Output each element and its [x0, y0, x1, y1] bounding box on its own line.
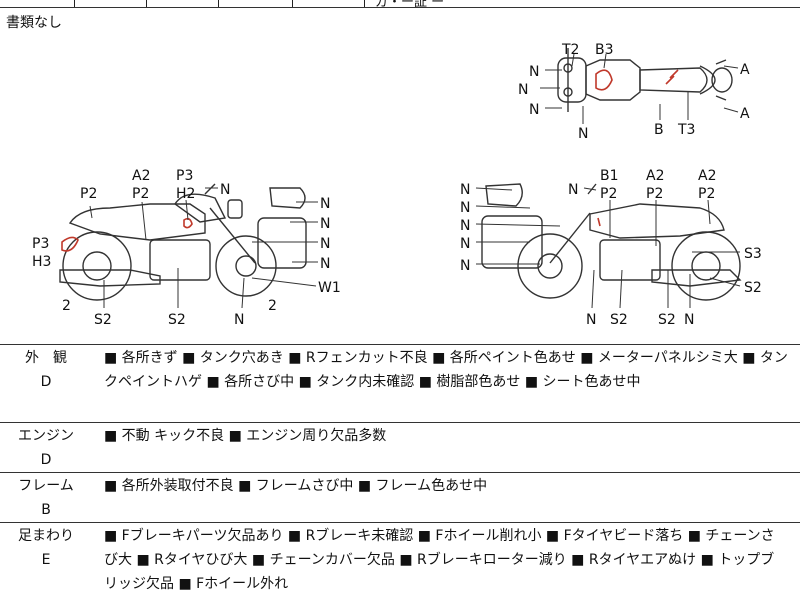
label-left: S2 — [168, 312, 186, 328]
label-left: N — [220, 182, 230, 198]
section-engine: エンジン D ■ 不動 キック不良 ■ エンジン周り欠品多数 — [0, 424, 800, 472]
section-suspension: 足まわり E ■ Fブレーキパーツ欠品あり ■ Rブレーキ未確認 ■ Fホイール… — [0, 524, 800, 600]
label-right: A2 — [646, 168, 664, 184]
divider — [0, 7, 800, 8]
section-exterior-title: 外 観 D — [25, 350, 67, 390]
label-right: N — [460, 258, 470, 274]
label-right: P2 — [698, 186, 715, 202]
label-right: P2 — [646, 186, 663, 202]
top-view-bike — [557, 48, 733, 112]
section-exterior-text: ■ 各所きず ■ タンク穴あき ■ Rフェンカット不良 ■ 各所ペイント色あせ … — [104, 350, 788, 390]
left-view-bike — [59, 183, 307, 301]
label-top: T3 — [677, 122, 695, 138]
divider — [0, 522, 800, 523]
damage-mark — [61, 217, 193, 252]
section-engine-text: ■ 不動 キック不良 ■ エンジン周り欠品多数 — [104, 428, 387, 444]
label-top: T2 — [561, 42, 579, 58]
cut-off-header-text: ガ・ー証 ー — [375, 0, 445, 10]
label-top: B3 — [595, 42, 614, 58]
label-left: N — [320, 216, 330, 232]
label-right: N — [460, 200, 470, 216]
section-frame: フレーム B ■ 各所外装取付不良 ■ フレームさび中 ■ フレーム色あせ中 — [0, 474, 800, 522]
label-right: N — [460, 182, 470, 198]
label-top: A — [740, 106, 750, 122]
label-right: N — [460, 236, 470, 252]
label-top: N — [529, 64, 539, 80]
label-right: N — [586, 312, 596, 328]
label-right: S3 — [744, 246, 762, 262]
divider — [0, 472, 800, 473]
label-left: P3 — [32, 236, 49, 252]
damage-mark — [597, 217, 601, 227]
label-left: P3 — [176, 168, 193, 184]
label-left: S2 — [94, 312, 112, 328]
label-top: A — [740, 62, 750, 78]
label-left: P2 — [132, 186, 149, 202]
section-frame-title: フレーム B — [18, 478, 74, 518]
label-left: 2 — [268, 298, 277, 314]
label-left: N — [234, 312, 244, 328]
section-exterior: 外 観 D ■ 各所きず ■ タンク穴あき ■ Rフェンカット不良 ■ 各所ペイ… — [0, 346, 800, 422]
label-right: N — [568, 182, 578, 198]
label-right: S2 — [658, 312, 676, 328]
label-left: W1 — [318, 280, 341, 296]
label-left: N — [320, 236, 330, 252]
section-engine-title: エンジン D — [18, 428, 74, 468]
section-suspension-title: 足まわり E — [18, 528, 74, 568]
damage-diagram: 書類なし — [0, 8, 800, 344]
label-right: S2 — [610, 312, 628, 328]
motorcycle-diagram: T2 B3 N N N N A A B T3 A2 P2 P2 P3 H2 N … — [32, 42, 762, 328]
label-left: H3 — [32, 254, 51, 270]
label-left: P2 — [80, 186, 97, 202]
documents-note: 書類なし — [6, 15, 62, 31]
label-left: N — [320, 256, 330, 272]
label-right: N — [684, 312, 694, 328]
label-right: N — [460, 218, 470, 234]
label-top: N — [578, 126, 588, 142]
section-frame-text: ■ 各所外装取付不良 ■ フレームさび中 ■ フレーム色あせ中 — [104, 478, 488, 494]
label-top: N — [518, 82, 528, 98]
label-left: 2 — [62, 298, 71, 314]
label-right: A2 — [698, 168, 716, 184]
label-top: B — [654, 122, 664, 138]
label-left: H2 — [176, 186, 195, 202]
right-view-bike — [481, 183, 742, 301]
section-suspension-text: ■ Fブレーキパーツ欠品あり ■ Rブレーキ未確認 ■ Fホイール削れ小 ■ F… — [104, 528, 775, 592]
label-top: N — [529, 102, 539, 118]
label-right: P2 — [600, 186, 617, 202]
divider — [0, 344, 800, 345]
label-right: S2 — [744, 280, 762, 296]
damage-mark — [595, 69, 679, 91]
label-left: N — [320, 196, 330, 212]
top-table-strip: ガ・ー証 ー — [0, 0, 800, 10]
divider — [0, 422, 800, 423]
label-left: A2 — [132, 168, 150, 184]
label-right: B1 — [600, 168, 619, 184]
